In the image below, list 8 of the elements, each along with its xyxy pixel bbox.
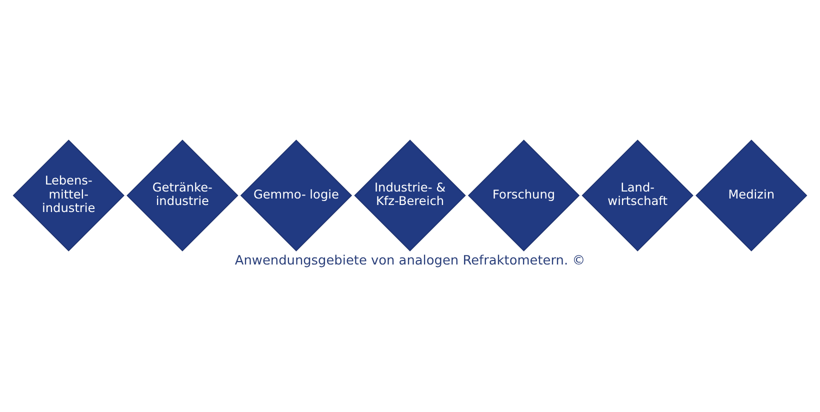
node-diamond: Forschung: [468, 140, 580, 252]
node-diamond: Land- wirtschaft: [582, 140, 694, 252]
node-diamond: Getränke- industrie: [126, 140, 238, 252]
caption: Anwendungsgebiete von analogen Refraktometern. ©: [234, 253, 586, 268]
node-diamond: Gemmo- logie: [240, 140, 352, 252]
node-diamond: Medizin: [696, 140, 808, 252]
node-diamond: Industrie- & Kfz-Bereich: [354, 140, 466, 252]
node-diamond: Lebens- mittel- industrie: [12, 140, 124, 252]
